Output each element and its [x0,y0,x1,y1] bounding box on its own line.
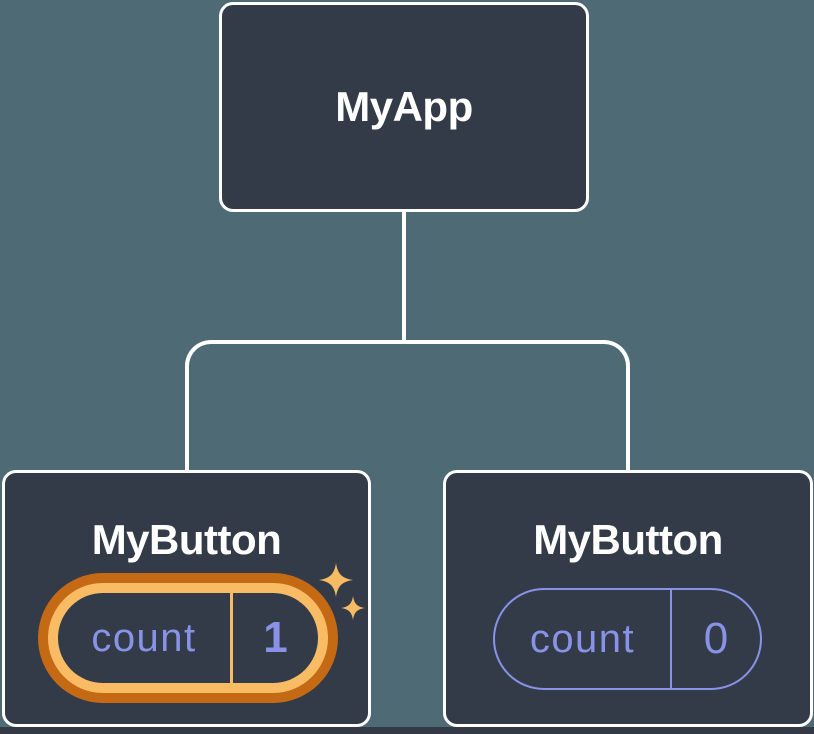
state-value-cell: 1 [233,593,318,683]
state-pill-plain: count 0 [493,588,762,690]
child-component-node-left: MyButton count 1 [2,470,371,727]
state-key-cell: count [58,593,230,683]
state-key-label: count [91,615,197,660]
state-key-label: count [529,616,636,661]
state-pill-core: count 1 [58,593,318,683]
state-value: 0 [703,614,729,663]
state-pill-highlighted: count 1 [38,573,338,703]
child-component-label: MyButton [533,516,723,563]
state-value: 1 [263,613,288,662]
state-value-cell: 0 [672,590,760,688]
state-pill-divider [230,593,233,683]
state-pill-divider [670,590,672,688]
root-component-node: MyApp [219,2,589,212]
sparkles-icon [319,563,365,620]
child-component-label: MyButton [91,516,282,563]
state-pill-highlight-ring: count 1 [48,583,328,693]
root-component-label: MyApp [335,83,473,130]
child-component-node-right: MyButton count 0 [443,470,813,727]
state-key-cell: count [495,590,670,688]
bottom-strip [0,727,814,734]
connector-branch [185,340,630,473]
connector-root-to-branch [402,209,406,344]
